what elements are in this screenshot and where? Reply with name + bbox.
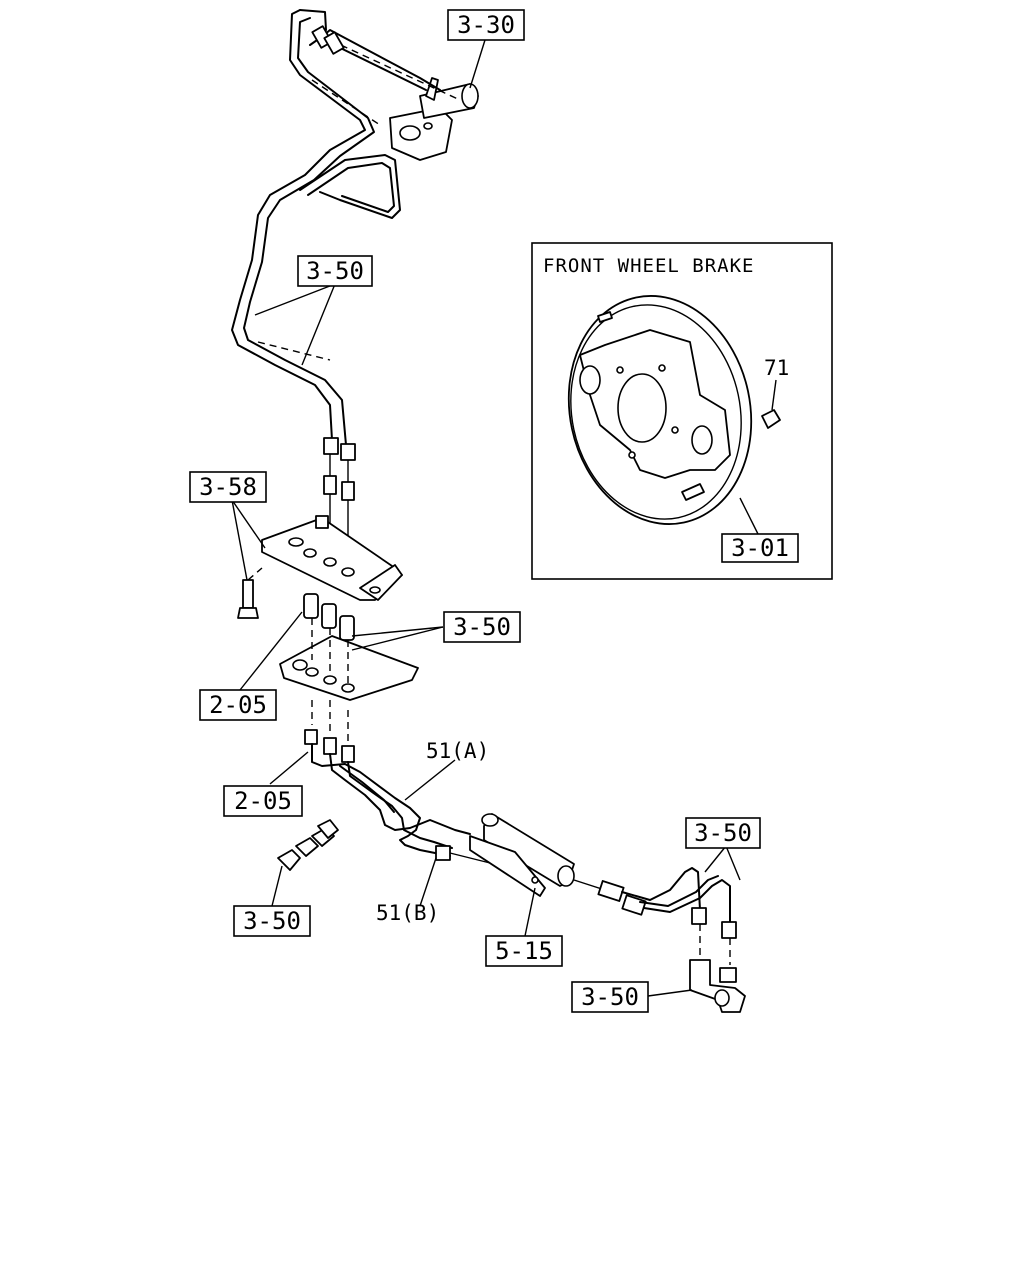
callout-text: 51(A) (426, 739, 489, 763)
callout-text: 3-01 (731, 534, 789, 562)
lower-bracket (279, 618, 419, 745)
master-cylinder (389, 77, 479, 161)
proportioning-valve (469, 813, 606, 897)
callout-text: 5-15 (495, 937, 553, 965)
pipe-clips (277, 819, 339, 871)
leader-lines (231, 39, 741, 997)
inset-small-part (761, 379, 781, 429)
callout-spacers: 3-50 (443, 611, 521, 643)
pipe-fittings-upper (323, 437, 356, 570)
callout-text: 3-50 (581, 983, 639, 1011)
callout-valve: 5-15 (485, 935, 563, 967)
upper-bracket (261, 515, 403, 601)
callout-pipe-a: 51(A) (426, 739, 489, 763)
callout-text: 3-58 (199, 473, 257, 501)
brake-pipes-51 (311, 743, 491, 864)
right-union (689, 959, 746, 1013)
inset-front-wheel-brake: FRONT WHEEL BRAKE 71 3-01 (531, 242, 833, 580)
callout-upper-pipes: 3-50 (297, 255, 373, 287)
callout-text: 2-05 (234, 787, 292, 815)
callout-right-union: 3-50 (571, 981, 649, 1013)
inset-title: FRONT WHEEL BRAKE (543, 255, 754, 277)
callout-spacer-left: 2-05 (199, 689, 277, 721)
callout-right-pipes: 3-50 (685, 817, 761, 849)
callout-pipe-b: 51(B) (376, 901, 439, 925)
upper-brake-pipes (231, 9, 461, 446)
callout-bracket-bolt: 3-58 (189, 471, 267, 503)
callout-text: 3-50 (453, 613, 511, 641)
callout-text: 3-50 (243, 907, 301, 935)
callout-clips: 3-50 (233, 905, 311, 937)
callout-text: 3-50 (694, 819, 752, 847)
callout-text: 51(B) (376, 901, 439, 925)
callout-text: 2-05 (209, 691, 267, 719)
callout-union-left: 2-05 (223, 785, 303, 817)
callout-text: 3-50 (306, 257, 364, 285)
callout-master-cylinder: 3-30 (447, 9, 525, 41)
lower-union-fittings (304, 729, 355, 763)
callout-backing-plate: 3-01 (721, 497, 799, 563)
spacers (303, 593, 355, 641)
bracket-bolt (237, 567, 263, 619)
backing-plate (567, 295, 753, 525)
right-brake-pipes (597, 867, 737, 965)
callout-text: 3-30 (457, 11, 515, 39)
callout-text: 71 (764, 356, 789, 380)
